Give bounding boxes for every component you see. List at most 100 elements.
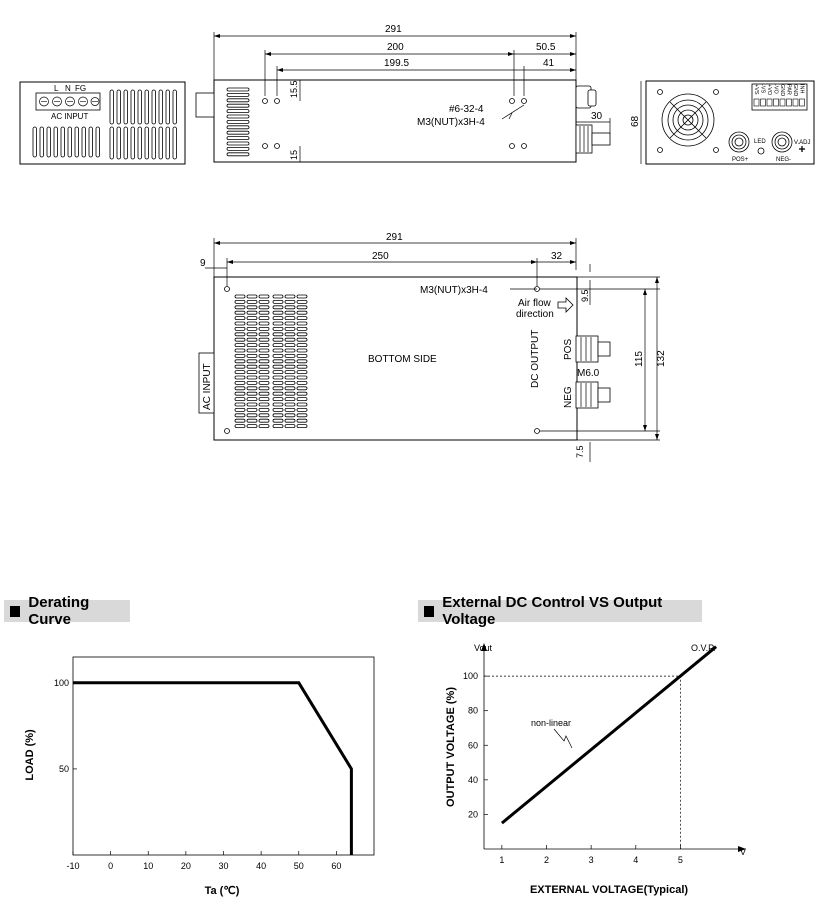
ec-x-tick-label: 1 (499, 855, 504, 865)
derating-x-tick-label: 20 (181, 861, 191, 871)
vent-slot (246, 418, 258, 423)
external-control-title-text: External DC Control VS Output Voltage (442, 594, 663, 628)
vent-slot (296, 321, 308, 326)
vent-slot (272, 337, 284, 342)
ec-y-tick-label: 60 (468, 740, 478, 750)
vent-slot (296, 353, 308, 358)
vent-slot (284, 321, 296, 326)
ec-x-tick-label: 5 (678, 855, 683, 865)
ec-y-unit: Vout (474, 643, 493, 653)
vent-slot (234, 337, 246, 342)
vent-slot (246, 375, 258, 380)
vent-slot (272, 359, 284, 364)
vent-slot (296, 310, 308, 315)
vent-slot (296, 332, 308, 337)
vent-slot (296, 305, 308, 310)
vent-slot (296, 413, 308, 418)
vent-slot (258, 418, 270, 423)
vent-slot (272, 310, 284, 315)
terminal-pin (786, 98, 792, 107)
vent-slot (165, 126, 170, 160)
vent-slot (258, 424, 270, 429)
vent-slot (234, 407, 246, 412)
side-dim-30: 30 (591, 111, 603, 122)
side-dim-50-5: 50.5 (536, 42, 556, 53)
vent-slot (234, 353, 246, 358)
derating-series-line (73, 681, 353, 855)
vent-slot (226, 93, 250, 97)
derating-x-tick-label: 50 (294, 861, 304, 871)
vent-slot (226, 146, 250, 151)
vent-slot (272, 305, 284, 310)
vent-slot (272, 386, 284, 391)
terminal-pin (799, 98, 805, 107)
vent-slot (172, 89, 177, 125)
vent-slot (226, 136, 250, 141)
vent-slot (234, 332, 246, 337)
ec-series-line (500, 645, 718, 825)
vent-slot (284, 299, 296, 304)
vent-slot (272, 380, 284, 385)
vent-slot (284, 413, 296, 418)
vent-slot (258, 348, 270, 353)
vent-slot (284, 364, 296, 369)
vent-slot (272, 316, 284, 321)
vent-slot (296, 402, 308, 407)
vent-slot (226, 120, 250, 124)
terminal-pin (779, 98, 786, 107)
ec-nonlinear-annotation: non-linear (531, 718, 571, 728)
vent-slot (284, 310, 296, 315)
fan-icon (657, 89, 719, 153)
vent-slot (296, 337, 308, 342)
vent-slot (116, 89, 121, 125)
vent-slot (284, 407, 296, 412)
bottom-dim-7-5: 7.5 (575, 445, 585, 458)
vent-slot (258, 402, 270, 407)
vent-slot (95, 126, 100, 158)
vadj-plus-icon (799, 146, 805, 152)
vent-slot (226, 130, 250, 135)
front-view: L N FG AC INPUT (19, 81, 186, 165)
vent-slot (130, 126, 135, 160)
vent-slot (284, 380, 296, 385)
airflow-label-line2: direction (516, 309, 554, 320)
vent-slot (234, 321, 246, 326)
vent-slot (234, 397, 246, 402)
side-dim-overall: 291 (385, 24, 402, 35)
vent-slot (258, 353, 270, 358)
vent-slot (246, 348, 258, 353)
vent-slot (226, 125, 250, 130)
vent-slot (234, 326, 246, 331)
vent-slot (272, 326, 284, 331)
vent-slot (246, 424, 258, 429)
vent-slot (284, 294, 296, 299)
vent-slot (234, 370, 246, 375)
vent-slot (272, 375, 284, 380)
bottom-dim-32: 32 (551, 251, 563, 262)
vent-slot (144, 89, 149, 125)
vent-slot (272, 413, 284, 418)
vent-slot (246, 305, 258, 310)
bottom-dim-115: 115 (634, 351, 645, 367)
vent-slot (234, 391, 246, 396)
vent-slot (67, 126, 72, 158)
bottom-side-label: BOTTOM SIDE (368, 354, 437, 365)
vent-slot (109, 89, 114, 125)
bottom-ac-input-label: AC INPUT (202, 363, 213, 410)
ec-y-tick-label: 40 (468, 775, 478, 785)
vent-slot (144, 126, 149, 160)
vent-slot (246, 407, 258, 412)
ec-ovp-annotation: O.V.P. (691, 643, 716, 653)
vent-slot (234, 305, 246, 310)
bottom-dim-9: 9 (200, 258, 206, 269)
vent-slot (137, 126, 142, 160)
derating-xlabel: Ta (℃) (205, 885, 240, 897)
vent-slot (296, 407, 308, 412)
bottom-dim-132: 132 (656, 350, 667, 367)
vent-slot (234, 413, 246, 418)
vent-slot (258, 375, 270, 380)
vent-slot (258, 305, 270, 310)
vent-slot (272, 343, 284, 348)
vent-slot (151, 126, 156, 160)
